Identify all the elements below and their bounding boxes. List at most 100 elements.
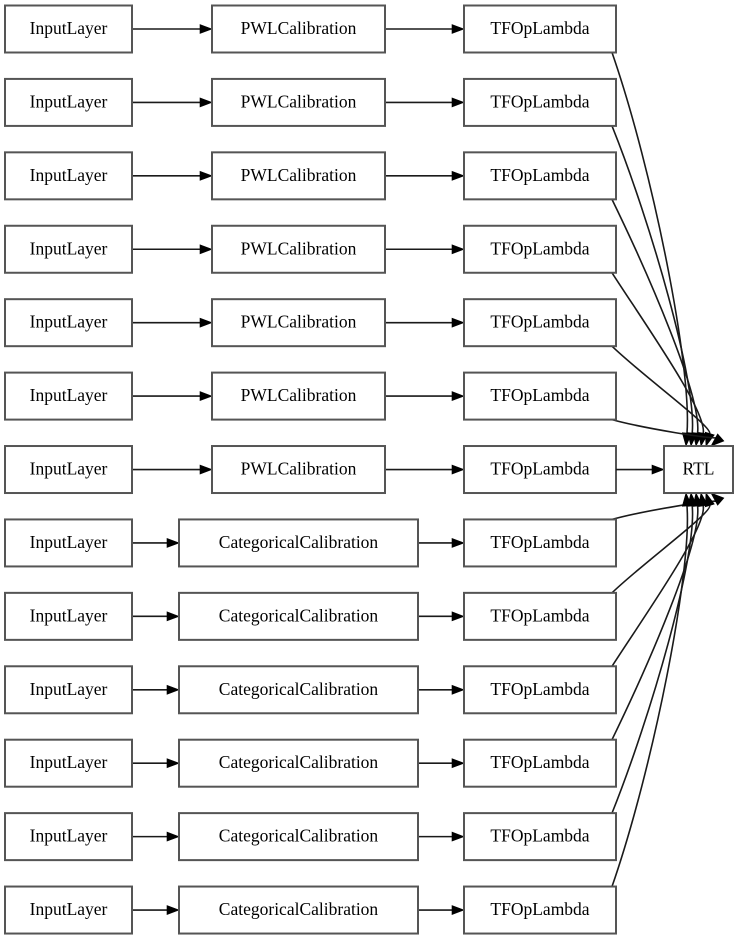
node-calibration-1-box bbox=[211, 77, 386, 127]
edge-calibration-to-lambda-3-head bbox=[451, 244, 465, 255]
edge-calibration-to-lambda-9 bbox=[418, 684, 465, 695]
node-tf-op-lambda-6[interactable]: TFOpLambda bbox=[463, 445, 617, 495]
node-tf-op-lambda-9[interactable]: TFOpLambda bbox=[463, 665, 617, 715]
node-calibration-7[interactable]: CategoricalCalibration bbox=[178, 518, 419, 568]
node-calibration-7-box bbox=[178, 518, 419, 568]
node-input-layer-10[interactable]: InputLayer bbox=[4, 738, 133, 788]
edge-lambda-to-rtl-11 bbox=[611, 492, 698, 814]
node-calibration-8[interactable]: CategoricalCalibration bbox=[178, 591, 419, 641]
node-calibration-10-box bbox=[178, 738, 419, 788]
node-rtl[interactable]: RTL bbox=[663, 445, 734, 495]
node-tf-op-lambda-4[interactable]: TFOpLambda bbox=[463, 298, 617, 348]
node-calibration-8-label: CategoricalCalibration bbox=[219, 605, 379, 625]
node-calibration-12[interactable]: CategoricalCalibration bbox=[178, 885, 419, 935]
node-calibration-5-box bbox=[211, 371, 386, 421]
node-tf-op-lambda-3[interactable]: TFOpLambda bbox=[463, 224, 617, 274]
node-calibration-9-label: CategoricalCalibration bbox=[219, 679, 379, 699]
node-tf-op-lambda-2[interactable]: TFOpLambda bbox=[463, 151, 617, 201]
edge-lambda-to-rtl-8-head bbox=[704, 492, 715, 508]
node-input-layer-0-box bbox=[4, 4, 133, 54]
edge-lambda-to-rtl-5-head bbox=[710, 433, 725, 447]
edge-input-to-calibration-6 bbox=[132, 464, 213, 475]
node-input-layer-1-label: InputLayer bbox=[30, 91, 108, 111]
node-calibration-11[interactable]: CategoricalCalibration bbox=[178, 812, 419, 862]
edge-input-to-calibration-5-head bbox=[199, 391, 213, 402]
node-input-layer-5[interactable]: InputLayer bbox=[4, 371, 133, 421]
edge-lambda-to-rtl-5 bbox=[611, 418, 725, 447]
node-calibration-2[interactable]: PWLCalibration bbox=[211, 151, 386, 201]
node-input-layer-12[interactable]: InputLayer bbox=[4, 885, 133, 935]
node-calibration-12-label: CategoricalCalibration bbox=[219, 899, 379, 919]
node-input-layer-7-label: InputLayer bbox=[30, 532, 108, 552]
node-calibration-5-label: PWLCalibration bbox=[241, 385, 357, 405]
node-tf-op-lambda-10[interactable]: TFOpLambda bbox=[463, 738, 617, 788]
node-calibration-10[interactable]: CategoricalCalibration bbox=[178, 738, 419, 788]
node-input-layer-12-label: InputLayer bbox=[30, 899, 108, 919]
node-tf-op-lambda-6-box bbox=[463, 445, 617, 495]
node-input-layer-8-label: InputLayer bbox=[30, 605, 108, 625]
node-input-layer-6[interactable]: InputLayer bbox=[4, 445, 133, 495]
node-input-layer-0[interactable]: InputLayer bbox=[4, 4, 133, 54]
edge-lambda-to-rtl-2 bbox=[611, 198, 703, 447]
edge-lambda-to-rtl-12 bbox=[611, 492, 693, 887]
edge-lambda-to-rtl-10-curve bbox=[611, 505, 699, 741]
edge-calibration-to-lambda-1 bbox=[385, 97, 465, 108]
edge-input-to-calibration-3-head bbox=[199, 244, 213, 255]
node-calibration-4-label: PWLCalibration bbox=[241, 312, 357, 332]
node-tf-op-lambda-4-label: TFOpLambda bbox=[490, 312, 589, 332]
node-input-layer-3-label: InputLayer bbox=[30, 238, 108, 258]
node-rtl-label: RTL bbox=[682, 459, 714, 479]
edge-calibration-to-lambda-6 bbox=[385, 464, 465, 475]
node-calibration-11-box bbox=[178, 812, 419, 862]
node-tf-op-lambda-5-box bbox=[463, 371, 617, 421]
node-calibration-6[interactable]: PWLCalibration bbox=[211, 445, 386, 495]
node-input-layer-8[interactable]: InputLayer bbox=[4, 591, 133, 641]
node-rtl-box bbox=[663, 445, 734, 495]
node-input-layer-11[interactable]: InputLayer bbox=[4, 812, 133, 862]
node-tf-op-lambda-2-label: TFOpLambda bbox=[490, 165, 589, 185]
edge-input-to-calibration-7-head bbox=[166, 538, 180, 548]
node-calibration-3-box bbox=[211, 224, 386, 274]
node-calibration-5[interactable]: PWLCalibration bbox=[211, 371, 386, 421]
node-tf-op-lambda-12[interactable]: TFOpLambda bbox=[463, 885, 617, 935]
node-tf-op-lambda-5[interactable]: TFOpLambda bbox=[463, 371, 617, 421]
node-input-layer-7[interactable]: InputLayer bbox=[4, 518, 133, 568]
node-input-layer-4-label: InputLayer bbox=[30, 312, 108, 332]
node-input-layer-3[interactable]: InputLayer bbox=[4, 224, 133, 274]
node-tf-op-lambda-9-box bbox=[463, 665, 617, 715]
node-tf-op-lambda-12-label: TFOpLambda bbox=[490, 899, 589, 919]
edge-calibration-to-lambda-11-head bbox=[451, 831, 465, 842]
node-tf-op-lambda-0[interactable]: TFOpLambda bbox=[463, 4, 617, 54]
node-calibration-9[interactable]: CategoricalCalibration bbox=[178, 665, 419, 715]
node-input-layer-5-label: InputLayer bbox=[30, 385, 108, 405]
node-input-layer-4[interactable]: InputLayer bbox=[4, 298, 133, 348]
node-tf-op-lambda-11[interactable]: TFOpLambda bbox=[463, 812, 617, 862]
node-tf-op-lambda-0-label: TFOpLambda bbox=[490, 18, 589, 38]
node-input-layer-1-box bbox=[4, 77, 133, 127]
edge-calibration-to-lambda-4 bbox=[385, 317, 465, 328]
node-input-layer-9[interactable]: InputLayer bbox=[4, 665, 133, 715]
edge-lambda-to-rtl-6 bbox=[616, 464, 665, 475]
node-tf-op-lambda-3-box bbox=[463, 224, 617, 274]
node-calibration-4[interactable]: PWLCalibration bbox=[211, 298, 386, 348]
edge-calibration-to-lambda-2-head bbox=[451, 170, 465, 181]
node-calibration-1-label: PWLCalibration bbox=[241, 91, 357, 111]
node-tf-op-lambda-1-label: TFOpLambda bbox=[490, 91, 589, 111]
node-calibration-1[interactable]: PWLCalibration bbox=[211, 77, 386, 127]
edge-input-to-calibration-7 bbox=[132, 538, 180, 548]
node-tf-op-lambda-8[interactable]: TFOpLambda bbox=[463, 591, 617, 641]
node-calibration-10-label: CategoricalCalibration bbox=[219, 752, 379, 772]
node-tf-op-lambda-7[interactable]: TFOpLambda bbox=[463, 518, 617, 568]
node-input-layer-11-label: InputLayer bbox=[30, 826, 108, 846]
edge-input-to-calibration-0 bbox=[132, 24, 213, 34]
node-calibration-4-box bbox=[211, 298, 386, 348]
node-tf-op-lambda-7-label: TFOpLambda bbox=[490, 532, 589, 552]
node-input-layer-6-label: InputLayer bbox=[30, 459, 108, 479]
node-tf-op-lambda-0-box bbox=[463, 4, 617, 54]
node-tf-op-lambda-1[interactable]: TFOpLambda bbox=[463, 77, 617, 127]
node-input-layer-1[interactable]: InputLayer bbox=[4, 77, 133, 127]
edge-input-to-calibration-9-head bbox=[166, 684, 180, 695]
node-input-layer-2[interactable]: InputLayer bbox=[4, 151, 133, 201]
node-calibration-3[interactable]: PWLCalibration bbox=[211, 224, 386, 274]
node-calibration-0[interactable]: PWLCalibration bbox=[211, 4, 386, 54]
